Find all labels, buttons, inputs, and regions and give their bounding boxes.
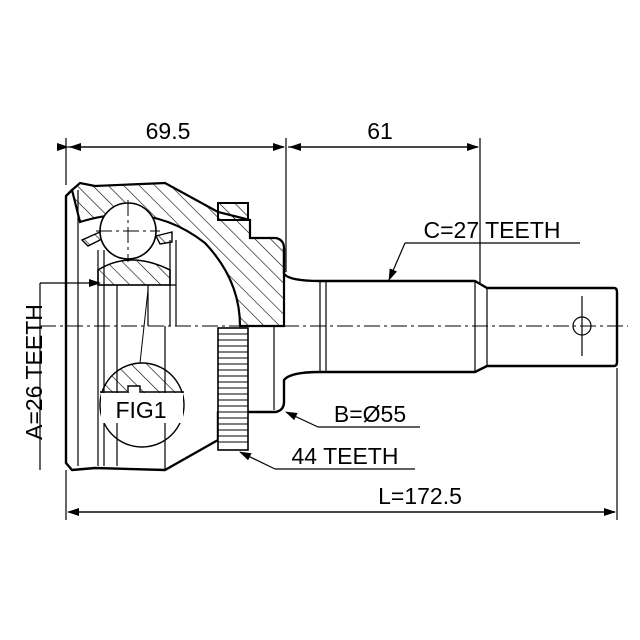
callout-abs: 44 TEETH xyxy=(239,443,415,470)
boss xyxy=(217,202,249,221)
fig1-detail: FIG1 xyxy=(99,289,185,448)
callout-c: C=27 TEETH xyxy=(388,217,580,281)
top-dimensions xyxy=(57,143,616,516)
housing-outline xyxy=(64,189,619,472)
callout-b: B=Ø55 xyxy=(285,401,420,428)
abs-ring xyxy=(217,327,249,451)
inner-spline-label: A=26 TEETH xyxy=(21,304,47,440)
callout-a: A=26 TEETH xyxy=(21,279,101,470)
seal-diameter-label: B=Ø55 xyxy=(334,401,406,427)
dim-housing-length: 69.5 xyxy=(146,118,191,144)
outer-spline-label: C=27 TEETH xyxy=(424,217,561,243)
bearing-race xyxy=(97,259,171,286)
dim-shaft-length: 61 xyxy=(367,118,393,144)
abs-teeth-label: 44 TEETH xyxy=(292,443,399,469)
extension-lines xyxy=(65,138,618,520)
dim-total-length: L=172.5 xyxy=(378,483,462,509)
housing-inner-lines xyxy=(77,190,488,470)
fig1-label: FIG1 xyxy=(115,397,166,423)
